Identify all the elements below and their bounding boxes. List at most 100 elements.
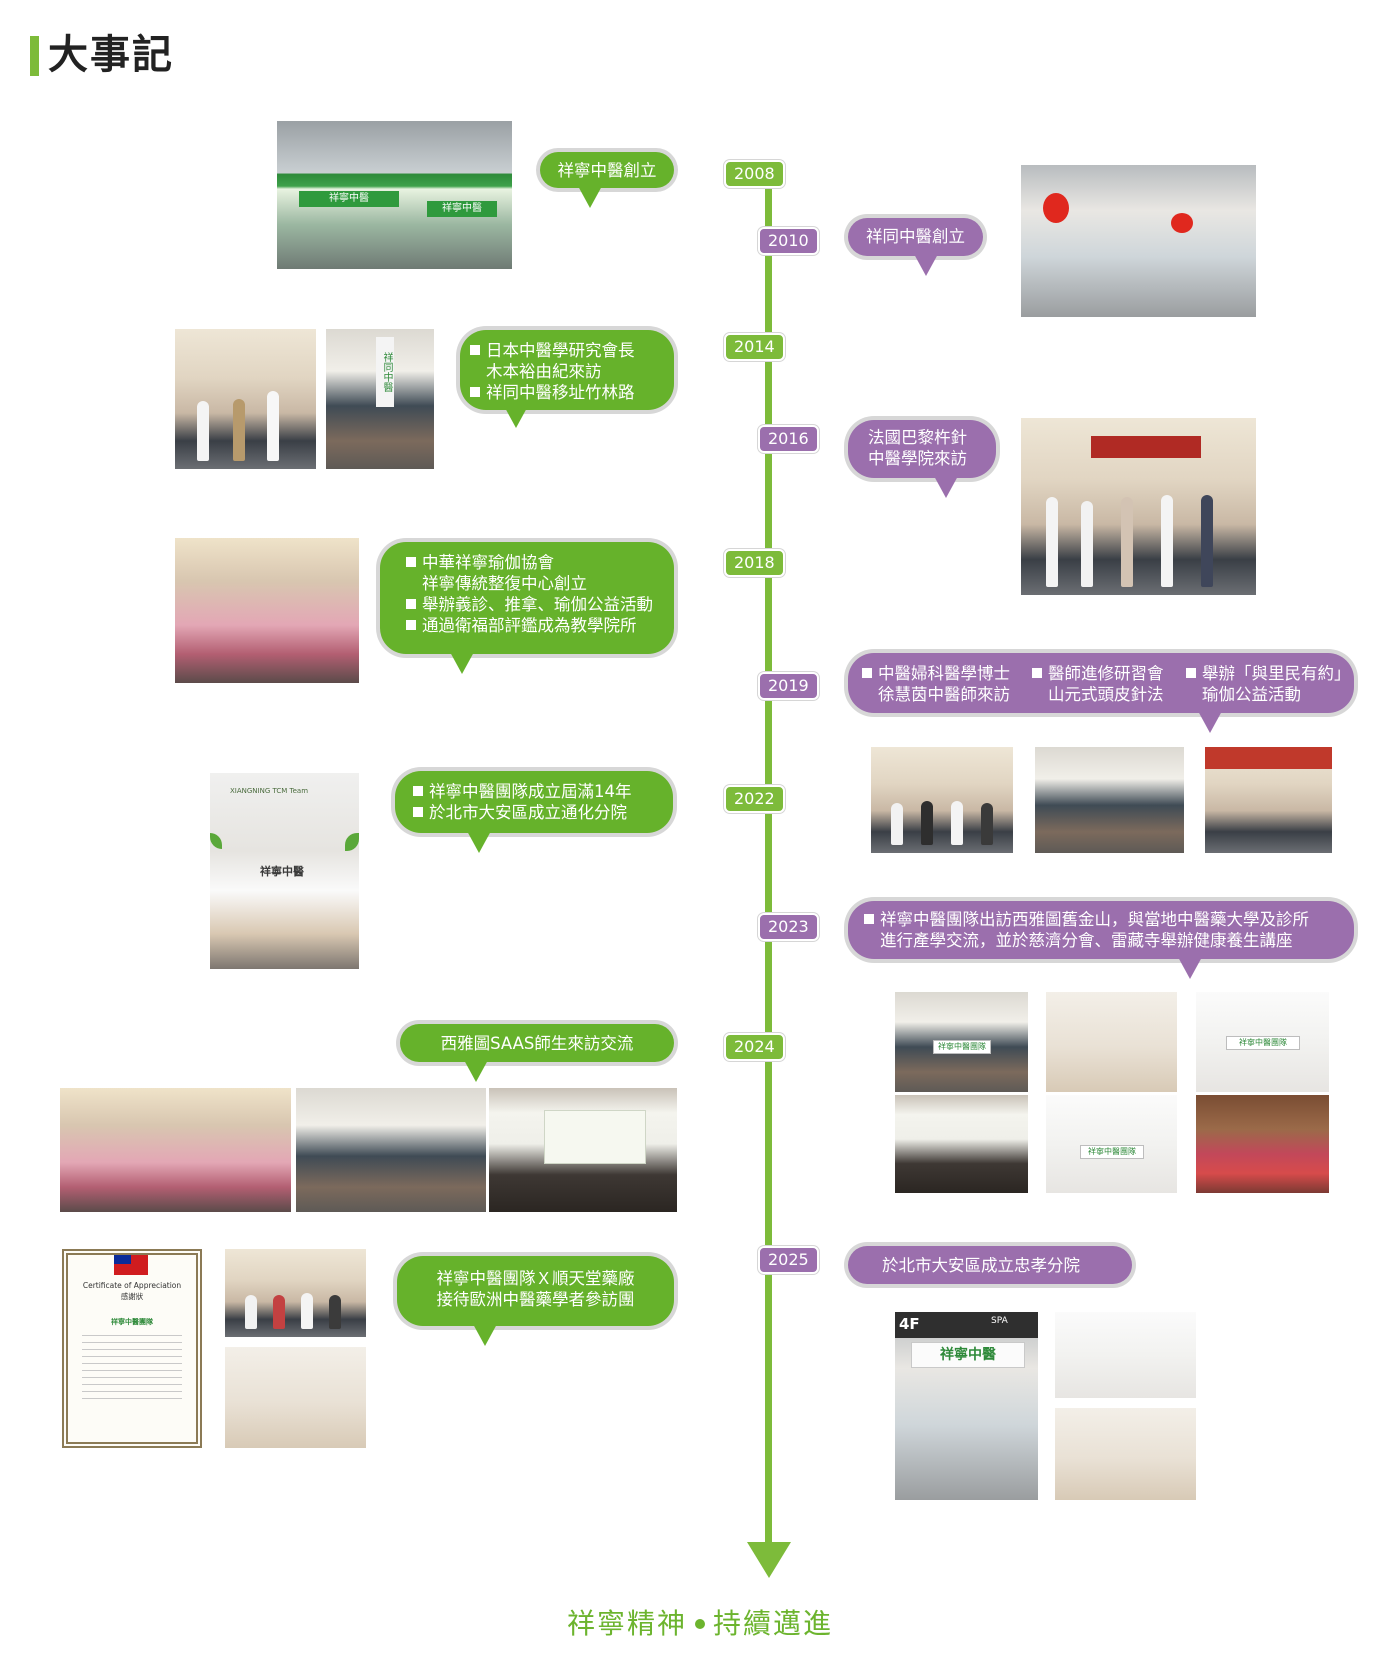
team-banner: 祥寧中醫團隊 <box>1080 1145 1144 1159</box>
bubble-tail <box>467 831 491 853</box>
photo-2022-tonghua-branch: XIANGNING TCM Team 祥寧中醫 <box>210 773 359 969</box>
event-text: 舉辦義診、推拿、瑜伽公益活動 <box>422 595 653 614</box>
event-column: 舉辦「與里民有約」 瑜伽公益活動 <box>1186 663 1351 705</box>
event-text: 通過衛福部評鑑成為教學院所 <box>422 616 637 635</box>
bubble-tail <box>464 1060 488 1082</box>
event-text: 進行產學交流，並於慈濟分會、雷藏寺舉辦健康養生講座 <box>880 931 1293 950</box>
bubble-tail <box>450 652 474 674</box>
banner <box>1205 747 1332 769</box>
certificate-body <box>82 1335 182 1405</box>
photo-2024-saas-class <box>296 1088 486 1212</box>
event-text: 山元式頭皮針法 <box>1048 685 1164 704</box>
bubble-tail <box>504 406 528 428</box>
person <box>921 801 933 845</box>
photo-2010-clinic-storefront <box>1021 165 1256 317</box>
event-text: 祥寧傳統整復中心創立 <box>422 574 587 593</box>
photo-2025-zhongxiao-branch: 4F SPA 祥寧中醫 <box>895 1312 1038 1500</box>
person <box>1201 495 1213 587</box>
person <box>301 1293 313 1329</box>
event-text: 祥同中醫創立 <box>866 227 965 246</box>
bullet-icon <box>864 914 874 924</box>
event-text: 法國巴黎杵針 <box>868 428 967 447</box>
clinic-sign-secondary: 祥寧中醫 <box>427 201 497 217</box>
bullet-icon <box>413 786 423 796</box>
person <box>1161 495 1173 587</box>
event-text: 祥寧中醫團隊成立屆滿14年 <box>429 782 632 801</box>
certificate-title-zh: 感謝狀 <box>120 1292 144 1301</box>
bullet-icon <box>470 345 480 355</box>
bullet-icon <box>1032 668 1042 678</box>
photo-2025-reception <box>1055 1312 1196 1398</box>
certificate-brand: 祥寧中醫團隊 <box>111 1318 153 1326</box>
event-bubble-2016: 法國巴黎杵針 中醫學院來訪 <box>848 420 996 498</box>
bullet-icon <box>406 620 416 630</box>
flag-icon <box>114 1255 148 1275</box>
page-title: 大事記 <box>48 32 174 78</box>
event-bubble-2018: 中華祥寧瑜伽協會 祥寧傳統整復中心創立 舉辦義診、推拿、瑜伽公益活動 通過衛福部… <box>380 542 674 674</box>
bubble-tail <box>1198 711 1222 733</box>
event-text: 中華祥寧瑜伽協會 <box>422 553 554 572</box>
timeline-line <box>765 165 772 1545</box>
event-bubble-2008: 祥寧中醫創立 <box>540 152 674 208</box>
photo-2023-lecture-hall <box>895 1095 1028 1193</box>
year-tag-2023: 2023 <box>758 913 819 941</box>
year-tag-2016: 2016 <box>758 425 819 453</box>
team-sign: XIANGNING TCM Team <box>230 787 309 795</box>
banner <box>1091 436 1201 458</box>
event-text: 中醫學院來訪 <box>868 449 967 468</box>
photo-2023-clinic-exchange: 祥寧中醫團隊 <box>1196 992 1329 1092</box>
bullet-icon <box>413 807 423 817</box>
timeline-arrow-icon <box>747 1542 791 1578</box>
person <box>1121 497 1133 587</box>
slogan-right: 持續邁進 <box>713 1607 834 1640</box>
photo-2024-saas-group <box>60 1088 291 1212</box>
photo-2008-clinic-storefront: 祥寧中醫 祥寧中醫 <box>277 121 512 269</box>
event-bubble-2023: 祥寧中醫團隊出訪西雅圖舊金山，與當地中醫藥大學及診所 進行產學交流，並於慈濟分會… <box>848 901 1354 979</box>
person <box>951 801 963 845</box>
team-banner: 祥寧中醫團隊 <box>1226 1036 1300 1050</box>
clinic-sign: 祥寧中醫 <box>260 865 304 878</box>
event-text: 日本中醫學研究會長 <box>486 341 635 360</box>
separator-dot-icon <box>695 1619 705 1629</box>
leaf-icon <box>345 833 359 851</box>
person <box>891 803 903 845</box>
event-text: 西雅圖SAAS師生來訪交流 <box>440 1034 634 1053</box>
bubble-tail <box>934 476 958 498</box>
event-text: 於北市大安區成立忠孝分院 <box>882 1256 1080 1275</box>
bubble-tail <box>1178 957 1202 979</box>
person <box>1046 497 1058 587</box>
team-banner: 祥寧中醫團隊 <box>933 1040 991 1054</box>
photo-2016-paris-delegation <box>1021 418 1256 595</box>
person <box>245 1295 257 1329</box>
top-sign-bar <box>895 1312 1038 1338</box>
event-text: 祥寧中醫團隊出訪西雅圖舊金山，與當地中醫藥大學及診所 <box>880 910 1309 929</box>
photo-2023-group-banner: 祥寧中醫團隊 <box>1046 1095 1177 1193</box>
event-text: 醫師進修研習會 <box>1048 664 1164 683</box>
event-text: 舉辦「與里民有約」 <box>1202 664 1351 683</box>
photo-2025-interior <box>1055 1408 1196 1500</box>
photo-2023-meeting <box>1046 992 1177 1092</box>
event-bubble-2010: 祥同中醫創立 <box>848 218 983 276</box>
event-column: 中醫婦科醫學博士 徐慧茵中醫師來訪 <box>862 663 1010 705</box>
floor-label: 4F <box>899 1315 920 1333</box>
event-text: 接待歐洲中醫藥學者參訪團 <box>436 1290 635 1309</box>
photo-2024-european-delegation <box>225 1249 366 1337</box>
projector-screen <box>544 1110 646 1164</box>
photo-2019-community-event <box>1205 747 1332 853</box>
event-bubble-2025: 於北市大安區成立忠孝分院 <box>848 1246 1132 1284</box>
photo-2023-health-seminar <box>1196 1095 1329 1193</box>
year-tag-2019: 2019 <box>758 672 819 700</box>
event-column: 醫師進修研習會 山元式頭皮針法 <box>1032 663 1164 705</box>
person <box>329 1295 341 1329</box>
event-bubble-2019: 中醫婦科醫學博士 徐慧茵中醫師來訪 醫師進修研習會 山元式頭皮針法 舉辦「與里民… <box>848 653 1354 733</box>
red-lantern-icon <box>1171 213 1193 233</box>
event-text: 於北市大安區成立通化分院 <box>429 803 627 822</box>
year-tag-2014: 2014 <box>724 333 785 361</box>
year-tag-2010: 2010 <box>758 227 819 255</box>
photo-2024-delegation-meeting <box>225 1347 366 1448</box>
event-text: 祥寧中醫創立 <box>557 161 657 180</box>
photo-2014-visit-group <box>175 329 316 469</box>
certificate-title-en: Certificate of Appreciation <box>82 1281 182 1290</box>
person <box>1081 501 1093 587</box>
photo-2019-doctor-visit <box>871 747 1013 853</box>
